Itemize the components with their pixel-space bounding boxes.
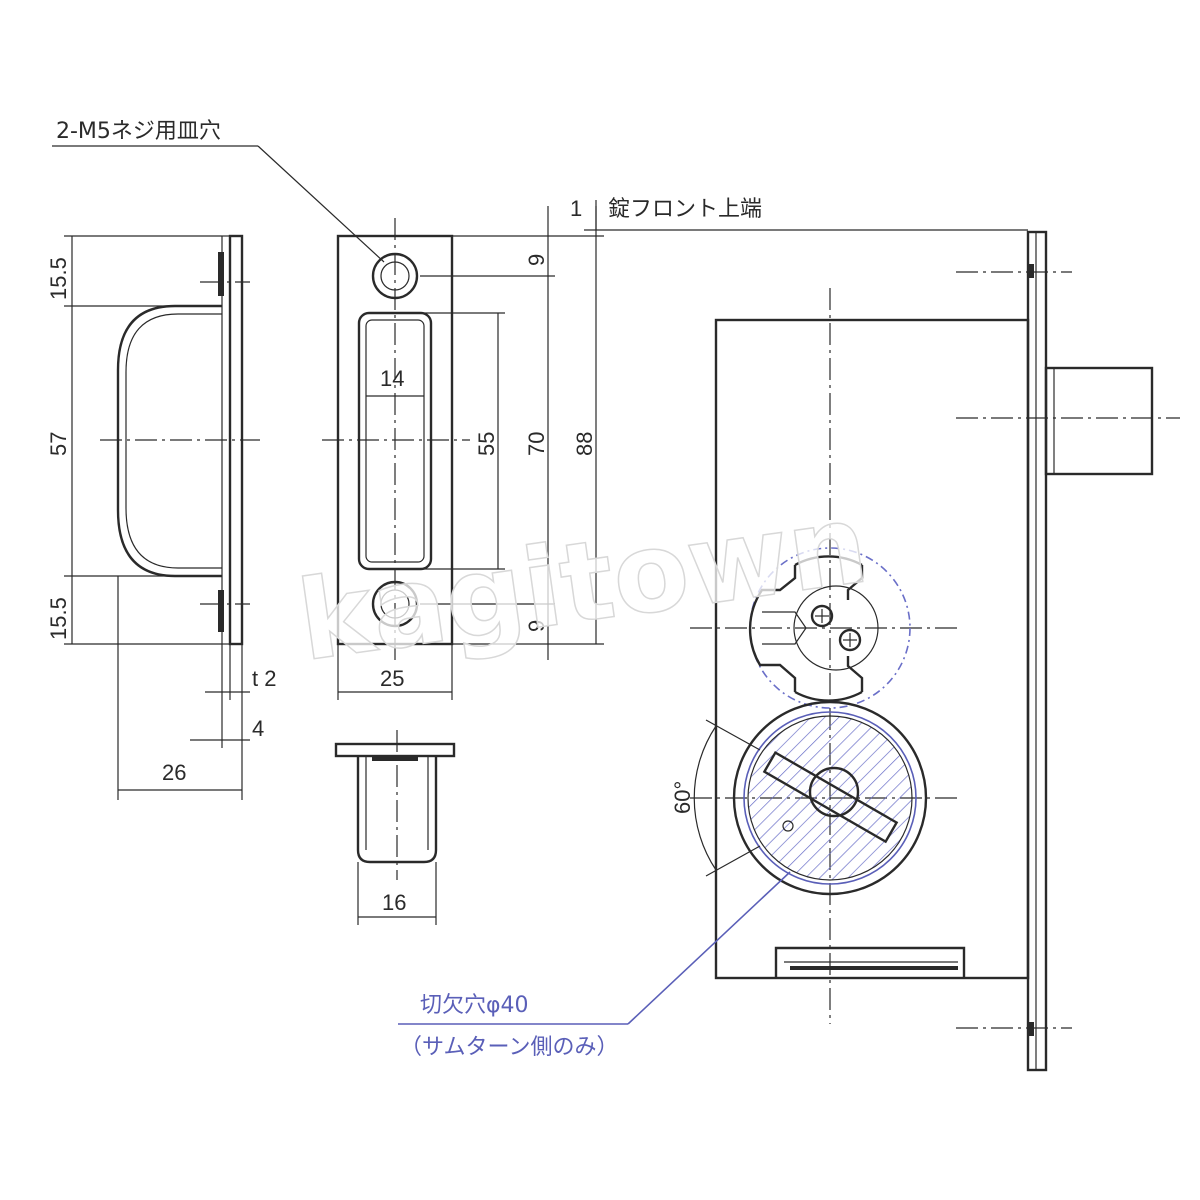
dim-hole-pitch: 70: [524, 432, 549, 456]
dim-plate-width: 25: [380, 666, 404, 691]
dim-strike-top-flange: 15.5: [46, 257, 71, 300]
dim-hole-bottom-offset: 9: [524, 620, 549, 632]
dim-slot-width: 14: [380, 366, 404, 391]
strike-side-view: [64, 234, 260, 800]
dim-angle: 60°: [670, 781, 695, 814]
dim-strike-depth: 26: [162, 760, 186, 785]
dim-strike-body-height: 57: [46, 432, 71, 456]
dim-hole-top-offset: 9: [524, 254, 549, 266]
strike-box-view: [334, 730, 456, 925]
dim-slot-height: 55: [474, 432, 499, 456]
dim-front-offset: 1: [570, 196, 582, 221]
lock-body-view: [584, 200, 1180, 1072]
front-top-label: 錠フロント上端: [608, 197, 762, 222]
watermark-logo: kagitown: [291, 479, 875, 685]
dim-strike-bottom-flange: 15.5: [46, 597, 71, 640]
cutout-label-line2: （サムターン側のみ）: [400, 1035, 618, 1060]
dim-plate-height: 88: [572, 432, 597, 456]
dim-plate-offset: 4: [252, 716, 264, 741]
cutout-label-line1: 切欠穴φ40: [420, 993, 529, 1018]
dim-box-width: 16: [382, 890, 406, 915]
screw-hole-label: 2-M5ネジ用皿穴: [56, 119, 221, 144]
dim-plate-thickness: t 2: [252, 666, 276, 691]
strike-front-view: [322, 206, 604, 700]
